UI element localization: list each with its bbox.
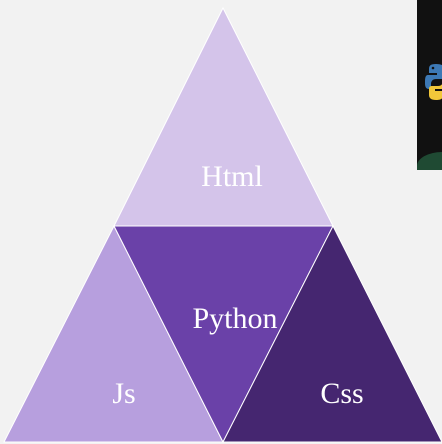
python-thumbnail-image [417,0,442,170]
pyramid-right-segment [222,224,442,443]
python-label: Python [192,302,277,335]
pyramid-top-segment [113,6,334,227]
python-logo-icon [425,64,442,100]
css-label: Css [320,377,363,410]
thumbnail-green-band [417,152,442,170]
html-label: Html [201,160,263,193]
js-label: Js [112,377,135,410]
